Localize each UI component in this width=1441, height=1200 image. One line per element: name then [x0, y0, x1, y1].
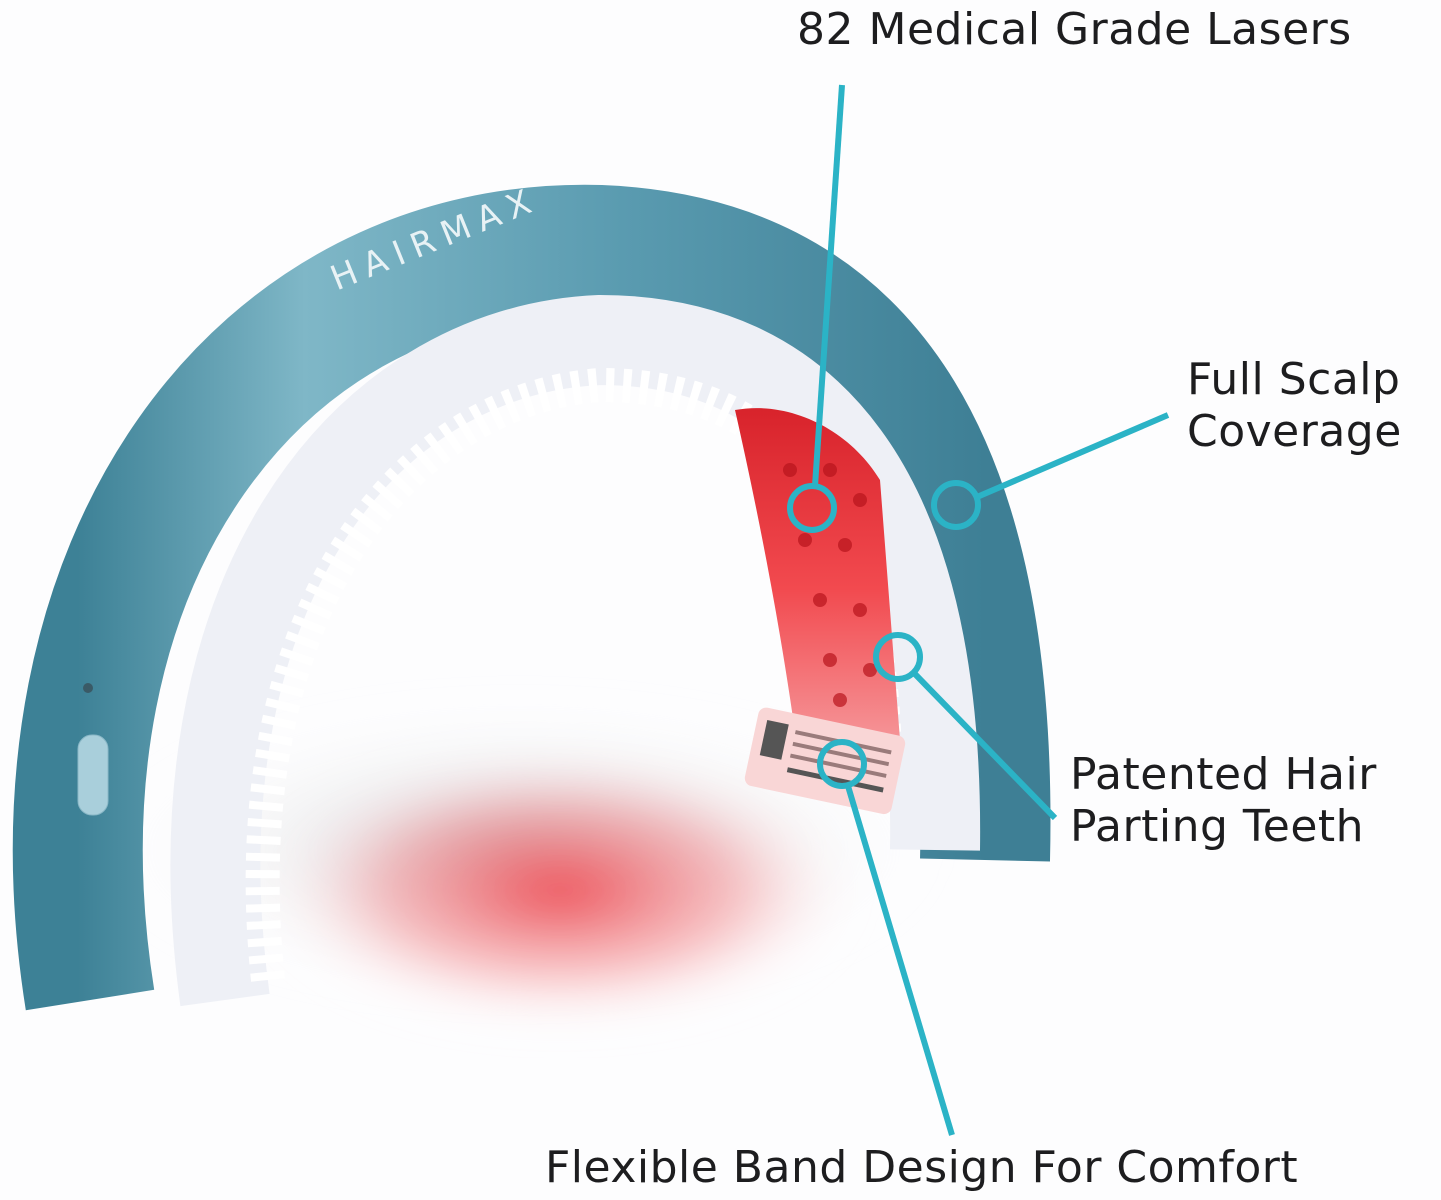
indicator-light	[83, 683, 93, 693]
callout-band-label: Flexible Band Design For Comfort	[545, 1142, 1298, 1194]
callout-marker-lasers	[787, 483, 837, 533]
callout-marker-teeth	[873, 632, 923, 682]
callout-line-band	[845, 785, 955, 1136]
callout-teeth-label: Patented Hair Parting Teeth	[1070, 749, 1377, 853]
laser-diodes	[783, 463, 877, 707]
inner-band	[170, 294, 981, 1007]
red-light-glow	[260, 750, 860, 1030]
power-button	[77, 734, 109, 816]
callout-line-coverage	[975, 412, 1170, 500]
device-shell	[12, 184, 1051, 1011]
callout-marker-coverage	[931, 480, 981, 530]
callout-coverage-label: Full Scalp Coverage	[1187, 354, 1402, 458]
serial-sticker	[744, 707, 906, 815]
callout-line-lasers	[812, 84, 845, 487]
callout-text: 82 Medical Grade Lasers	[797, 4, 1352, 55]
callout-text: Patented Hair	[1070, 749, 1377, 800]
callout-marker-band	[817, 739, 867, 789]
callout-line-teeth	[911, 670, 1058, 821]
callout-lasers-label: 82 Medical Grade Lasers	[797, 4, 1352, 56]
callout-text: Full Scalp	[1187, 354, 1401, 405]
callout-text: Flexible Band Design For Comfort	[545, 1142, 1299, 1193]
callout-text: Coverage	[1187, 406, 1402, 457]
callout-text: Parting Teeth	[1070, 801, 1365, 852]
callout-lines	[787, 84, 1170, 1136]
